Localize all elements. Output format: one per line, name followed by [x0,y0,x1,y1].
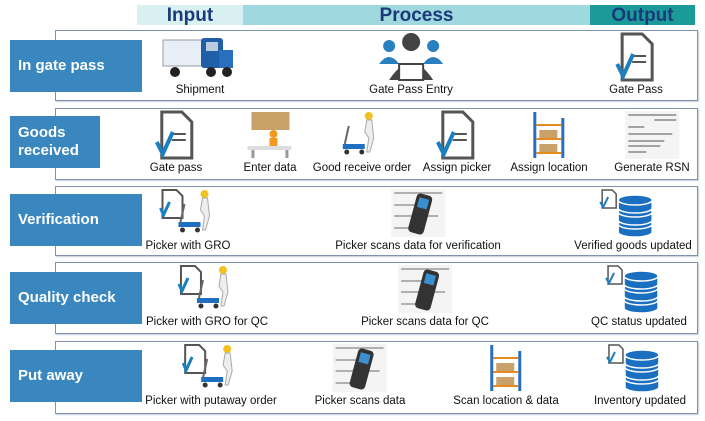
database-icon [574,188,692,238]
process-step: Enter data [243,110,297,174]
shelves-icon [453,343,559,393]
process-step: Gate Pass Entry [369,32,453,96]
process-step: Gate Pass [609,32,663,96]
process-step: Picker scans data for verification [335,188,501,252]
database-icon [594,343,686,393]
picker-document-icon [146,188,231,238]
process-step: Verified goods updated [574,188,692,252]
row-label: Goods received [10,116,100,168]
step-caption: Verified goods updated [574,240,692,252]
scanner-icon [361,264,489,314]
process-step: Picker scans data for QC [361,264,489,328]
picker-document-icon [146,264,268,314]
step-caption: Assign picker [422,162,492,174]
process-step: Picker with putaway order [145,343,277,407]
process-step: Picker with GRO [146,188,231,252]
step-caption: Gate Pass [609,84,663,96]
header-output: Output [590,5,695,26]
document-check-icon [150,110,202,160]
step-caption: Picker with GRO [145,240,231,252]
header-process: Process [243,5,590,26]
receipt-icon [614,110,689,160]
process-step: QC status updated [591,264,687,328]
process-step: Assign picker [423,110,491,174]
row-panel [55,30,698,101]
step-caption: Gate Pass Entry [369,84,453,96]
step-caption: Generate RSN [614,162,690,174]
process-step: Shipment [161,32,239,96]
step-caption: Good receive order [312,162,412,174]
step-caption: Enter data [243,162,297,174]
step-caption: Inventory updated [593,395,687,407]
worker-desk-icon [243,110,296,160]
process-step: Inventory updated [594,343,686,407]
document-check-icon [423,110,491,160]
step-caption: Picker scans data for QC [361,316,489,328]
scanner-icon [335,188,501,238]
header-input: Input [137,5,243,26]
picker-document-icon [145,343,277,393]
step-caption: Assign location [510,162,588,174]
trolley-worker-icon [313,110,411,160]
process-step: Picker with GRO for QC [146,264,268,328]
step-caption: Shipment [175,84,225,96]
truck-icon [161,32,239,82]
process-step: Gate pass [150,110,202,174]
row-label: Quality check [10,272,142,324]
row-label: Put away [10,350,142,402]
process-step: Assign location [510,110,588,174]
step-caption: Picker scans data for verification [335,240,501,252]
step-caption: Scan location & data [453,395,559,407]
step-caption: Picker scans data [314,395,406,407]
row-label: In gate pass [10,40,142,92]
shelves-icon [510,110,587,160]
step-caption: QC status updated [591,316,687,328]
database-icon [591,264,687,314]
team-icon [369,32,453,82]
process-step: Picker scans data [314,343,406,407]
row-label: Verification [10,194,142,246]
process-step: Good receive order [313,110,411,174]
row-panel [55,262,698,334]
step-caption: Picker with GRO for QC [145,316,269,328]
step-caption: Picker with putaway order [145,395,277,407]
document-check-icon [609,32,663,82]
process-step: Generate RSN [614,110,690,174]
scanner-icon [315,343,406,393]
step-caption: Gate pass [149,162,203,174]
process-step: Scan location & data [453,343,559,407]
